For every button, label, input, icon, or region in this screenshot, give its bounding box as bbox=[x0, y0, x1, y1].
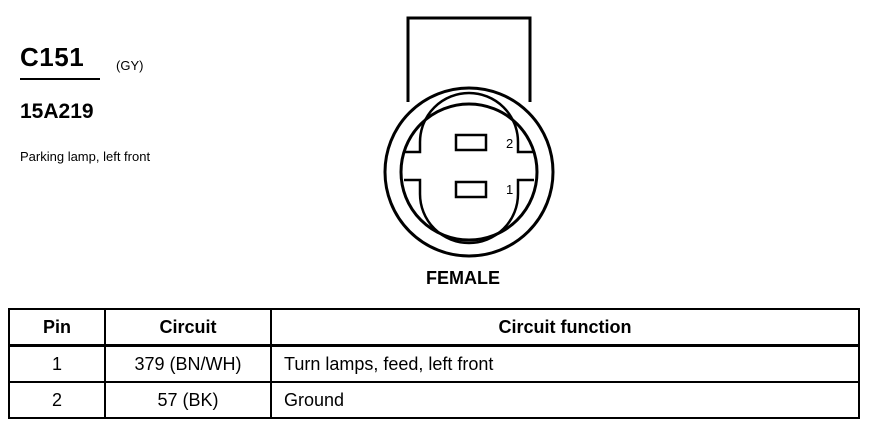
table-row: 1 379 (BN/WH) Turn lamps, feed, left fro… bbox=[8, 344, 860, 383]
row-pin: 2 bbox=[8, 381, 106, 419]
header-circuit-function: Circuit function bbox=[270, 308, 860, 347]
connector-face-diagram: 2 1 bbox=[383, 16, 555, 258]
connector-key-lower bbox=[404, 178, 534, 245]
row-circuit: 57 (BK) bbox=[104, 381, 272, 419]
connector-description: Parking lamp, left front bbox=[20, 149, 151, 164]
pin-circuit-table: Pin Circuit Circuit function 1 379 (BN/W… bbox=[8, 308, 860, 419]
pin-2-terminal bbox=[454, 133, 488, 152]
table-header-row: Pin Circuit Circuit function bbox=[8, 308, 860, 347]
row-circuit-function: Ground bbox=[270, 381, 860, 419]
part-number: 15A219 bbox=[20, 100, 94, 123]
connector-color-code: (GY) bbox=[116, 58, 144, 73]
connector-key-upper bbox=[404, 91, 534, 154]
header-circuit: Circuit bbox=[104, 308, 272, 347]
connector-housing bbox=[406, 16, 532, 102]
connector-id: C151 bbox=[20, 42, 85, 72]
connector-id-underline bbox=[20, 78, 100, 80]
connector-gender-label: FEMALE bbox=[426, 268, 500, 288]
row-circuit: 379 (BN/WH) bbox=[104, 344, 272, 383]
table-row: 2 57 (BK) Ground bbox=[8, 381, 860, 419]
pin-1-terminal bbox=[454, 180, 488, 199]
pin-2-label: 2 bbox=[506, 136, 513, 151]
connector-inner-ring bbox=[399, 102, 539, 242]
header-pin: Pin bbox=[8, 308, 106, 347]
row-circuit-function: Turn lamps, feed, left front bbox=[270, 344, 860, 383]
pin-1-label: 1 bbox=[506, 182, 513, 197]
row-pin: 1 bbox=[8, 344, 106, 383]
